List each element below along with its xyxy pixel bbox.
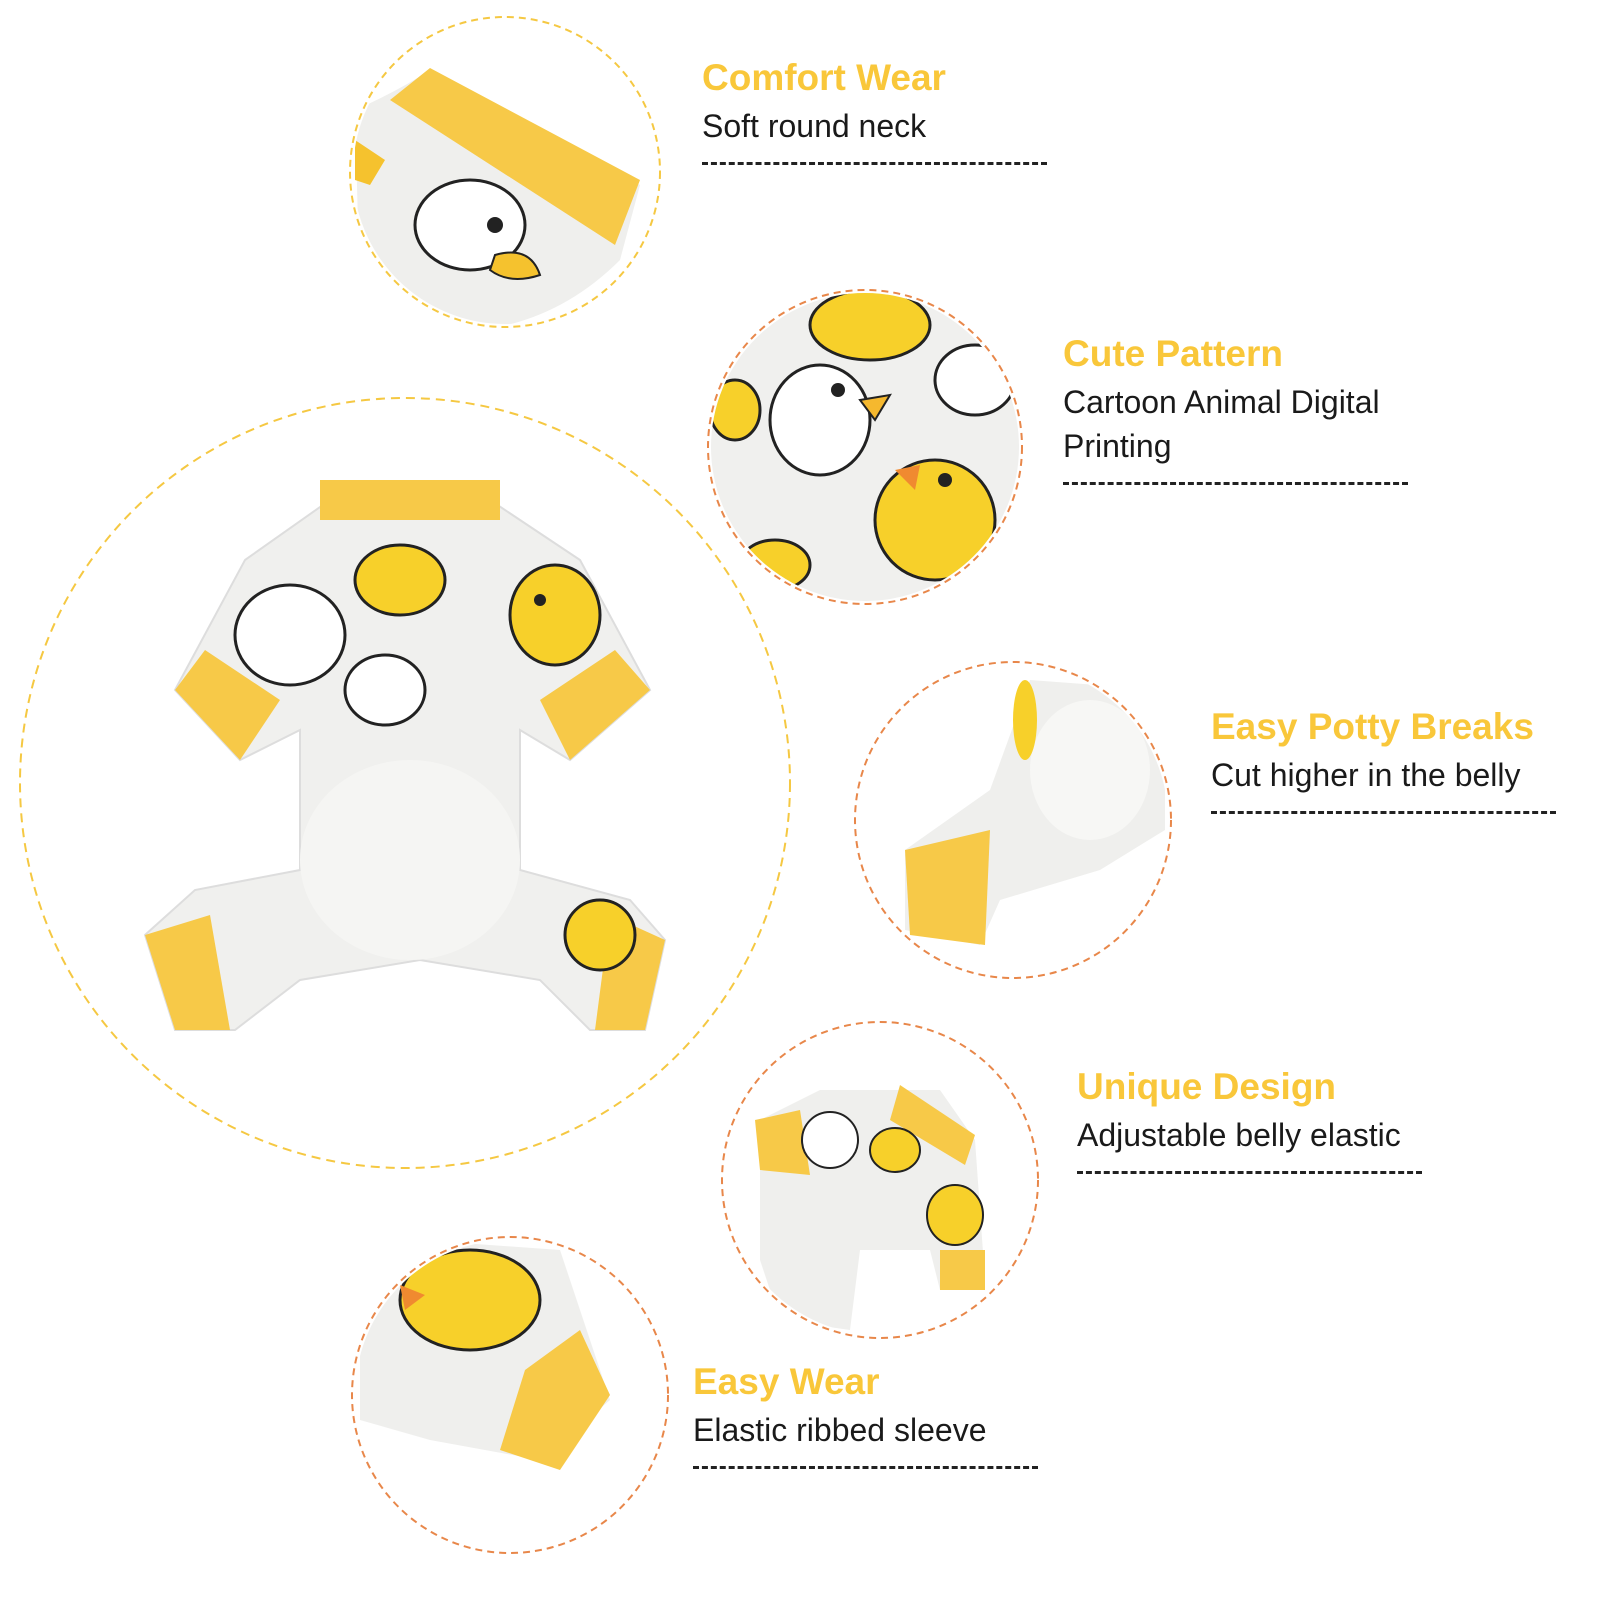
feature-title: Unique Design [1077,1066,1337,1107]
feature-title: Easy Wear [693,1361,880,1402]
divider [702,162,1047,165]
feature-subtitle: Cut higher in the belly [1211,757,1521,793]
neck-detail-image [355,68,640,324]
sleeve-circle [351,1236,669,1554]
belly-detail-image [905,680,1165,945]
feature-subtitle: Soft round neck [702,108,927,144]
belly-circle [854,661,1172,979]
feature-title: Cute Pattern [1063,333,1283,374]
divider [1063,482,1408,485]
sleeve-detail-image [360,1240,610,1470]
divider [1211,811,1556,814]
neck-circle [349,16,661,328]
feature-easy-potty-breaks: Easy Potty Breaks Cut higher in the bell… [1211,705,1556,814]
feature-title: Comfort Wear [702,57,946,98]
design-detail-image [755,1085,985,1330]
feature-subtitle: Adjustable belly elastic [1077,1117,1401,1153]
pattern-circle [707,289,1023,605]
feature-comfort-wear: Comfort Wear Soft round neck [702,56,1047,165]
feature-subtitle: Elastic ribbed sleeve [693,1412,987,1448]
feature-unique-design: Unique Design Adjustable belly elastic [1077,1065,1422,1174]
feature-cute-pattern: Cute Pattern Cartoon Animal Digital Prin… [1063,332,1408,485]
feature-title: Easy Potty Breaks [1211,706,1534,747]
divider [693,1466,1038,1469]
design-circle [721,1021,1039,1339]
feature-easy-wear: Easy Wear Elastic ribbed sleeve [693,1360,1038,1469]
divider [1077,1171,1422,1174]
pattern-detail-image [711,293,1019,601]
feature-subtitle: Cartoon Animal Digital Printing [1063,384,1380,464]
full-garment-image [143,480,667,1031]
full-garment-circle [19,397,791,1169]
